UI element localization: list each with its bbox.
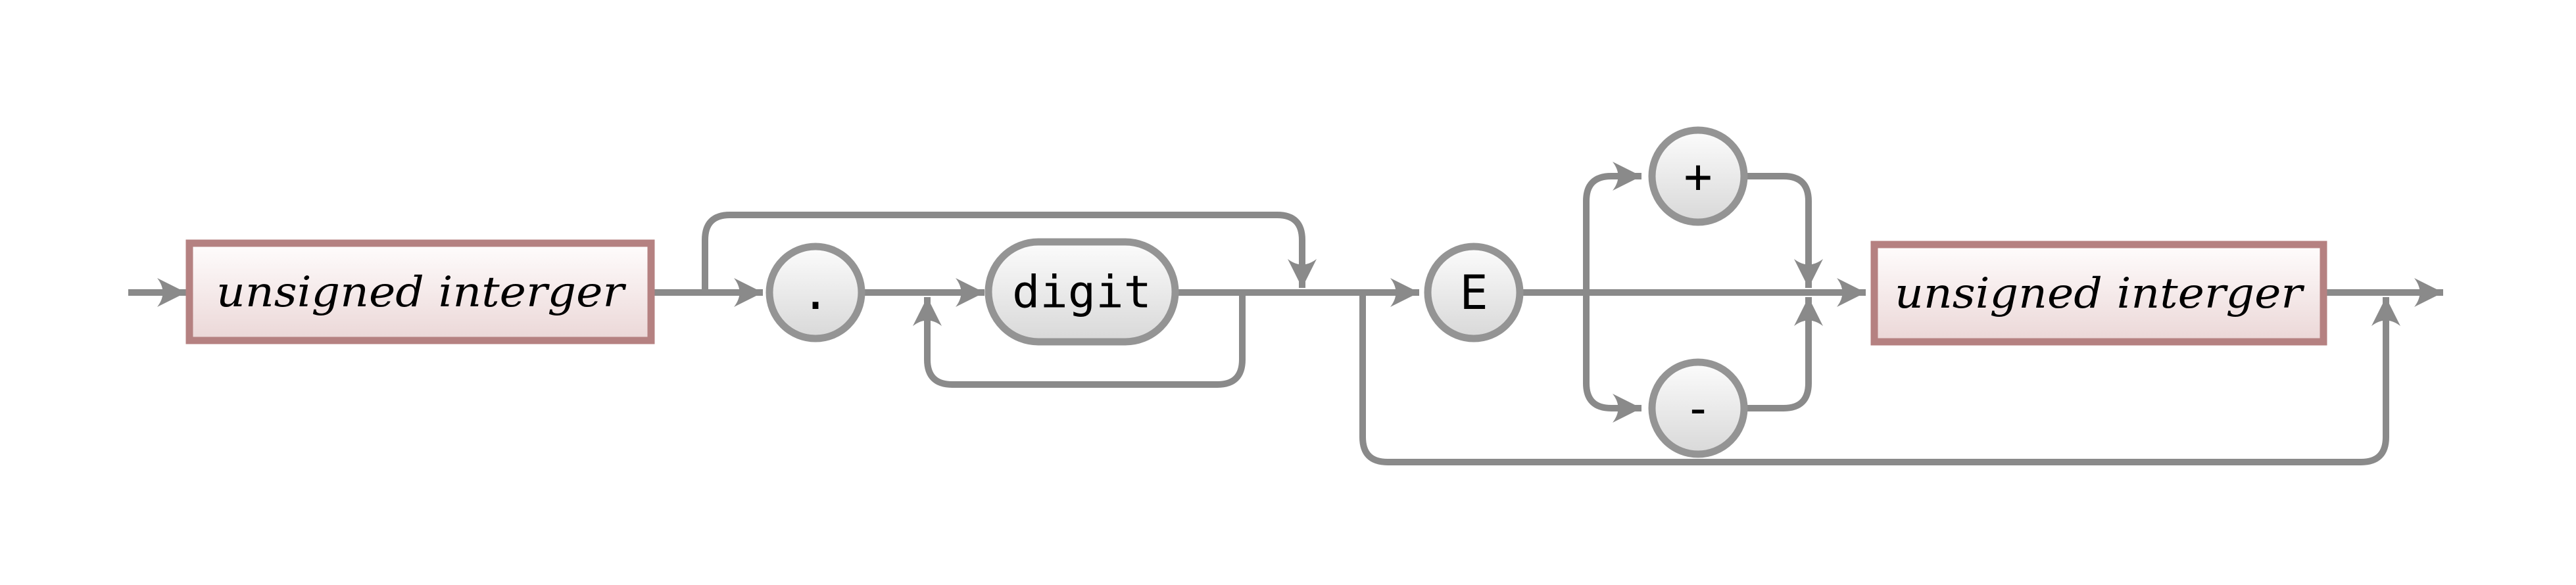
node-plus-terminal: + [1648,126,1748,226]
node-minus-terminal: - [1648,358,1748,458]
wire-minus-merge [1744,297,1823,411]
wire-branch-to-plus [1583,162,1641,292]
wire-plus-merge [1744,173,1823,288]
node-end-nonterminal: unsigned interger [1870,241,2327,346]
node-exponent-terminal: E [1424,243,1524,342]
start-nonterminal-label: unsigned interger [216,268,627,317]
start-nonterminal-box [185,239,655,344]
dot-circle [766,243,865,342]
node-digit-terminal: digit [984,238,1179,346]
digit-label: digit [1012,267,1152,319]
minus-label: - [1684,381,1712,436]
wire-digit-repeat-loop [913,292,1246,388]
exponent-label: E [1459,265,1488,320]
node-dot-terminal: . [766,243,865,342]
wire-branch-to-minus [1583,292,1641,423]
wire-skip-fraction-rail [702,212,1317,292]
end-nonterminal-box [1870,241,2327,346]
plus-circle [1648,126,1748,226]
minus-circle [1648,358,1748,458]
digit-stadium [984,238,1179,346]
end-nonterminal-label: unsigned interger [1895,269,2305,318]
exponent-circle [1424,243,1524,342]
plus-label: + [1684,149,1712,204]
dot-label: . [801,265,829,320]
wire-skip-exponent-rail [1359,292,2400,465]
node-start-nonterminal: unsigned interger [185,239,655,344]
